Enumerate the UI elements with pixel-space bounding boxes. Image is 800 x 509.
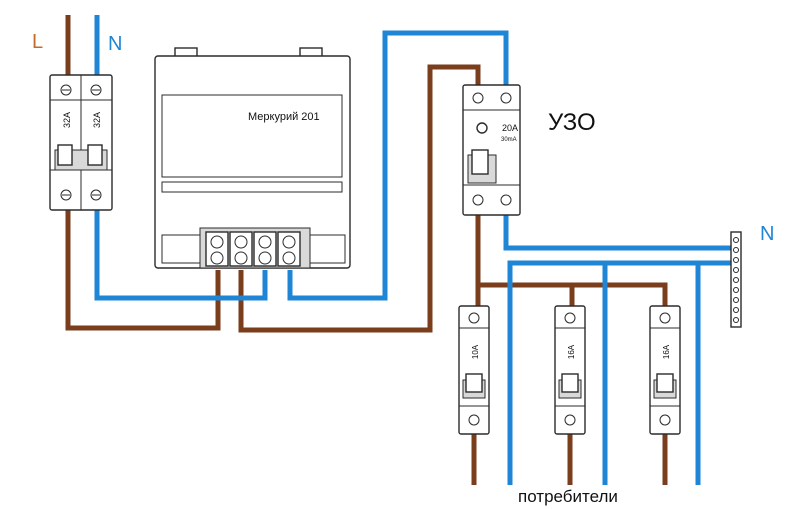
neutral-bus-bar: [730, 231, 742, 328]
energy-meter: Меркурий 201: [154, 47, 351, 269]
neutral-label-right: N: [760, 223, 774, 245]
rcd-label: УЗО: [548, 109, 596, 136]
breaker-1-rating: 10A: [471, 344, 480, 359]
phase-label: L: [32, 31, 43, 53]
group-breaker-2: 16A: [554, 305, 586, 435]
main-breaker-right-rating: 32A: [92, 112, 102, 128]
meter-name: Меркурий 201: [248, 111, 320, 123]
blue-wires: [94, 15, 735, 485]
group-breaker-1: 10A: [458, 305, 490, 435]
breaker-2-rating: 16A: [567, 344, 576, 359]
rcd-device: 20A 30mA: [462, 84, 521, 216]
rcd-leak-current: 30mA: [501, 137, 517, 143]
meter-terminals: [205, 231, 301, 267]
consumers-label: потребители: [518, 487, 618, 506]
neutral-label-top: N: [108, 33, 122, 55]
breaker-3-rating: 16A: [662, 344, 671, 359]
rcd-rating: 20A: [502, 123, 518, 133]
group-breaker-3: 16A: [649, 305, 681, 435]
main-breaker: 32A 32A: [49, 74, 113, 211]
main-breaker-left-rating: 32A: [62, 112, 72, 128]
